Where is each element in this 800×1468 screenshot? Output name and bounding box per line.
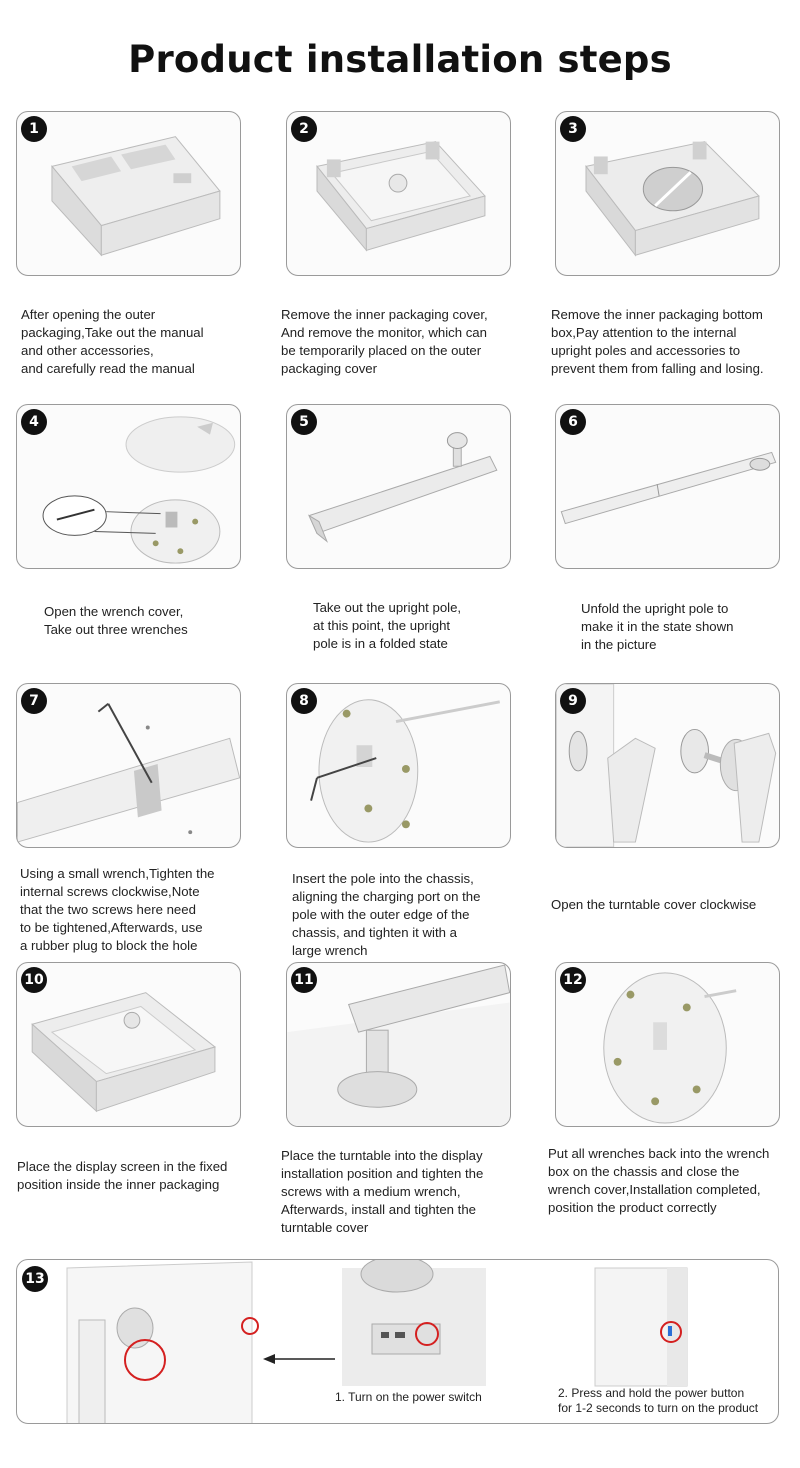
step-number-badge: 6 (560, 409, 586, 435)
turntable-installation-illustration (287, 964, 510, 1126)
step-caption: Insert the pole into the chassis, aligni… (292, 871, 481, 958)
step-card-4: 4 (16, 404, 241, 569)
power-switch-note: 1. Turn on the power switch (335, 1390, 482, 1404)
tighten-pole-screws-illustration (17, 702, 240, 843)
step-caption: Open the turntable cover clockwise (551, 897, 757, 912)
step-caption: Unfold the upright pole to make it in th… (581, 601, 734, 652)
turntable-cover-illustration (556, 684, 777, 847)
step-number-badge: 5 (291, 409, 317, 435)
step-card-12: 12 (555, 962, 780, 1127)
step-number-badge: 3 (560, 116, 586, 142)
step-caption: Remove the inner packaging bottom box,Pa… (551, 307, 764, 376)
step-number-badge: 9 (560, 688, 586, 714)
display-in-packaging-illustration (31, 992, 217, 1113)
step-caption: Using a small wrench,Tighten the interna… (20, 866, 215, 953)
step-card-11: 11 (286, 962, 511, 1127)
step-card-9: 9 (555, 683, 780, 848)
power-button-note: 2. Press and hold the power button for 1… (558, 1386, 759, 1415)
wrench-cover-chassis-illustration (42, 416, 236, 564)
page-title: Product installation steps (128, 38, 672, 81)
step-card-5: 5 (286, 404, 511, 569)
step-caption: Take out the upright pole, at this point… (313, 600, 462, 651)
step-card-2: 2 (286, 111, 511, 276)
step-number-badge: 1 (21, 116, 47, 142)
unfolded-upright-pole-illustration (560, 451, 777, 525)
step-card-13: 13 1. Turn on the power switch 2. Press … (16, 1259, 779, 1424)
step-number-badge: 2 (291, 116, 317, 142)
step-caption: After opening the outer packaging,Take o… (21, 307, 204, 376)
power-on-illustration (66, 1260, 688, 1423)
step-caption: Place the turntable into the display ins… (281, 1148, 484, 1235)
step-caption: Remove the inner packaging cover, And re… (281, 307, 488, 376)
step-number-badge: 11 (291, 967, 317, 993)
step-card-10: 10 (16, 962, 241, 1127)
step-caption: Place the display screen in the fixed po… (17, 1159, 228, 1192)
step-caption: Put all wrenches back into the wrench bo… (548, 1146, 770, 1215)
step-card-1: 1 (16, 111, 241, 276)
inner-packaging-bottom-box-illustration (585, 141, 760, 257)
step-card-3: 3 (555, 111, 780, 276)
insert-pole-chassis-illustration (310, 699, 501, 843)
step-number-badge: 7 (21, 688, 47, 714)
inner-packaging-cover-illustration (316, 141, 486, 252)
step-caption: Open the wrench cover, Take out three wr… (44, 604, 188, 637)
step-number-badge: 10 (21, 967, 47, 993)
step-number-badge: 13 (22, 1266, 48, 1292)
step-number-badge: 4 (21, 409, 47, 435)
wrench-box-closed-illustration (603, 972, 737, 1124)
step-card-7: 7 (16, 683, 241, 848)
outer-packaging-box-illustration (51, 136, 221, 257)
step-card-6: 6 (555, 404, 780, 569)
step-card-8: 8 (286, 683, 511, 848)
step-number-badge: 8 (291, 688, 317, 714)
folded-upright-pole-illustration (308, 432, 498, 543)
step-number-badge: 12 (560, 967, 586, 993)
